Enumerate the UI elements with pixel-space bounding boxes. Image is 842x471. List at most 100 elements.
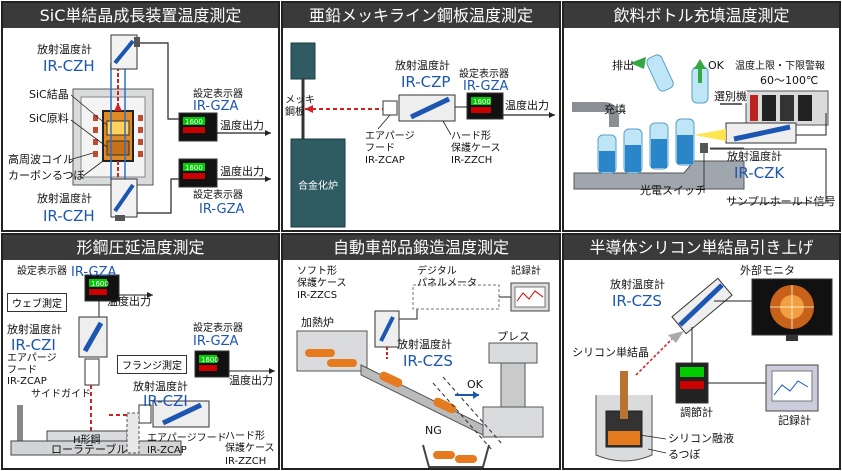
model-thermometer: IR-CZK xyxy=(734,164,785,182)
panel-title: SiC単結晶成長装置温度測定 xyxy=(3,3,278,28)
model-thermometer: IR-CZP xyxy=(401,73,451,91)
label-flange: フランジ測定 xyxy=(117,355,187,374)
label-monitor: 外部モニタ xyxy=(740,264,795,277)
display-icon xyxy=(466,92,504,120)
thermometer-case-icon xyxy=(398,94,456,122)
model-case: IR-ZZCH xyxy=(451,155,493,166)
sic-raw xyxy=(106,140,130,156)
model-purge-bottom: IR-ZCAP xyxy=(147,445,187,456)
display-right-value: 1600 xyxy=(201,356,219,364)
model-soft-case: IR-ZZCS xyxy=(297,290,338,301)
label-purge: エアパージ フード xyxy=(365,131,415,154)
label-controller: 調節計 xyxy=(680,406,713,419)
label-sic-crystal: SiC結晶 xyxy=(29,88,69,101)
label-soft-case: ソフト形 保護ケース xyxy=(297,266,347,289)
panel-title: 半導体シリコン単結晶引き上げ xyxy=(564,235,839,260)
thermometer-icon xyxy=(374,310,400,348)
purge-left-icon xyxy=(84,358,100,386)
label-switch: 光電スイッチ xyxy=(640,184,706,197)
label-crystal: シリコン単結晶 xyxy=(572,346,649,359)
label-hold: サンプルホールド信号 xyxy=(726,195,836,208)
bottle-diagram xyxy=(572,54,829,204)
label-side-guide: サイドガイド xyxy=(31,389,91,400)
output-right: 温度出力 xyxy=(229,374,273,387)
controller-icon xyxy=(675,362,709,404)
label-thermometer-bottom: 放射温度計 xyxy=(37,192,92,205)
alloy-furnace xyxy=(290,138,346,228)
model-thermometer-right: IR-CZI xyxy=(143,392,188,410)
panel-bottle: 飲料ボトル充填温度測定 xyxy=(562,1,841,232)
label-thermometer: 放射温度計 xyxy=(395,59,450,72)
recorder-icon xyxy=(510,282,550,312)
label-thermometer-left: 放射温度計 xyxy=(7,323,62,336)
model-case: IR-ZZCH xyxy=(225,456,267,467)
model-display-top: IR-GZA xyxy=(193,99,239,114)
label-roller: ローラテーブル xyxy=(51,443,128,456)
label-display-right: 設定表示器 xyxy=(193,323,243,334)
panel-title: 飲料ボトル充填温度測定 xyxy=(564,3,839,28)
panel-steel: 形鋼圧延温度測定 xyxy=(1,233,280,470)
thermometer-bottom-icon xyxy=(110,178,138,221)
model-thermometer: IR-CZS xyxy=(612,292,662,310)
display-bottom-icon xyxy=(178,158,218,188)
model-display-bottom: IR-GZA xyxy=(199,202,245,217)
label-ng: NG xyxy=(425,424,442,437)
panel-semi: 半導体シリコン単結晶引き上げ xyxy=(562,233,841,470)
label-case: ハード形 保護ケース xyxy=(451,131,501,154)
display-right-icon xyxy=(194,350,230,378)
model-display-top: IR-GZA xyxy=(71,265,117,280)
label-ok: OK xyxy=(708,59,724,72)
thermometer-right-icon xyxy=(152,400,210,428)
label-web: ウェブ測定 xyxy=(7,293,67,312)
model-purge-left: IR-ZCAP xyxy=(7,376,47,387)
output: 温度出力 xyxy=(505,99,549,112)
label-range: 60～100℃ xyxy=(760,74,819,87)
label-thermometer: 放射温度計 xyxy=(397,338,452,351)
output-top: 温度出力 xyxy=(107,295,151,308)
model-purge: IR-ZCAP xyxy=(365,155,405,166)
model-thermometer-bottom: IR-CZH xyxy=(43,207,95,225)
silicon-crystal xyxy=(620,371,628,419)
label-reject: 排出 xyxy=(612,59,634,72)
thermometer-left-icon xyxy=(78,316,108,358)
display-top-value: 1600 xyxy=(185,118,203,126)
display-value: 1600 xyxy=(473,98,491,106)
label-case: ハード形 保護ケース xyxy=(225,431,275,454)
panel-zinc: 亜鉛メッキライン鋼板温度測定 メッキ 鋼板 合金化炉 放射温度計 IR-CZP … xyxy=(281,1,561,232)
display-bottom-value: 1600 xyxy=(185,164,203,172)
thermometer-icon xyxy=(671,277,733,335)
model-display-right: IR-GZA xyxy=(193,334,239,349)
sic-crystal xyxy=(106,120,130,136)
label-display: 設定表示器 xyxy=(459,69,509,80)
label-furnace: 合金化炉 xyxy=(298,181,338,192)
display-top-value: 1600 xyxy=(91,280,109,288)
label-fill: 充填 xyxy=(604,103,626,116)
label-sic-raw: SiC原料 xyxy=(29,112,69,125)
purge-hood-icon xyxy=(382,100,398,116)
label-thermometer: 放射温度計 xyxy=(610,278,665,291)
label-purge-left: エアパージ フード xyxy=(7,353,57,376)
label-crucible: るつぼ xyxy=(668,448,701,461)
label-display-top: 設定表示器 xyxy=(17,266,67,277)
zinc-diagram xyxy=(290,42,555,228)
monitor-icon xyxy=(751,278,833,341)
label-plate: メッキ 鋼板 xyxy=(285,95,315,118)
model-thermometer-left: IR-CZI xyxy=(11,336,56,354)
label-press: プレス xyxy=(497,330,530,343)
label-thermometer-right: 放射温度計 xyxy=(133,380,188,393)
label-thermometer-top: 放射温度計 xyxy=(37,43,92,56)
semi-diagram xyxy=(595,277,833,462)
label-display-bottom: 設定表示器 xyxy=(193,190,243,201)
label-recorder: 記録計 xyxy=(778,414,811,427)
label-melt: シリコン融液 xyxy=(668,432,734,445)
display-top-icon xyxy=(178,112,218,142)
panel-forge: 自動車部品鍛造温度測定 xyxy=(281,233,561,470)
label-recorder: 記録計 xyxy=(511,266,541,277)
model-thermometer-top: IR-CZH xyxy=(43,57,95,75)
model-thermometer: IR-CZS xyxy=(403,352,453,370)
forge-diagram xyxy=(296,282,550,468)
output-bottom: 温度出力 xyxy=(220,165,264,178)
label-ok: OK xyxy=(467,378,483,391)
label-sorter: 選別機 xyxy=(714,90,747,103)
label-coil: 高周波コイル xyxy=(8,153,74,166)
